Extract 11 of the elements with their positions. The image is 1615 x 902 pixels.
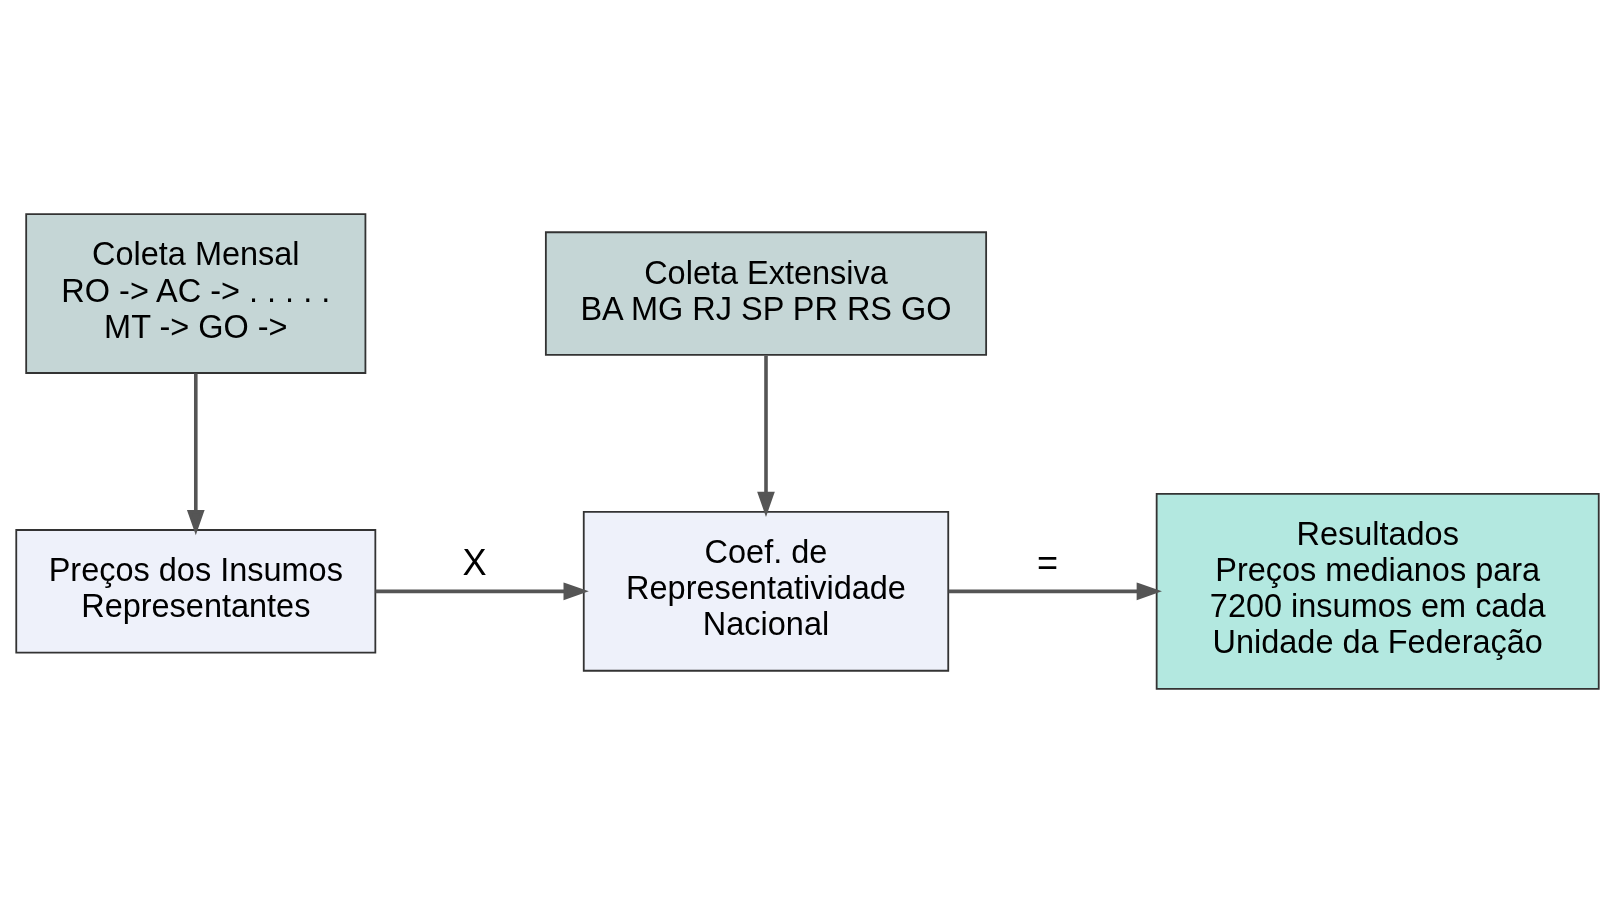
node-box: Coleta Extensiva BA MG RJ SP PR RS GO [544,230,988,356]
node-box: Coleta Mensal RO -> AC -> . . . . . MT -> GO -> [25,212,367,374]
edge-label: X [462,541,487,583]
arrow [948,582,1162,600]
node-box: Preços dos Insumos Representantes [15,528,377,654]
node-box: Resultados Preços medianos para 7200 insumos em cada Unidade da Federação [1155,492,1600,690]
node-box: Coef. de Representatividade Nacional [582,510,950,672]
edge-label: = [1036,541,1058,583]
arrow [186,372,205,535]
arrow [375,582,589,600]
arrow [757,355,775,517]
